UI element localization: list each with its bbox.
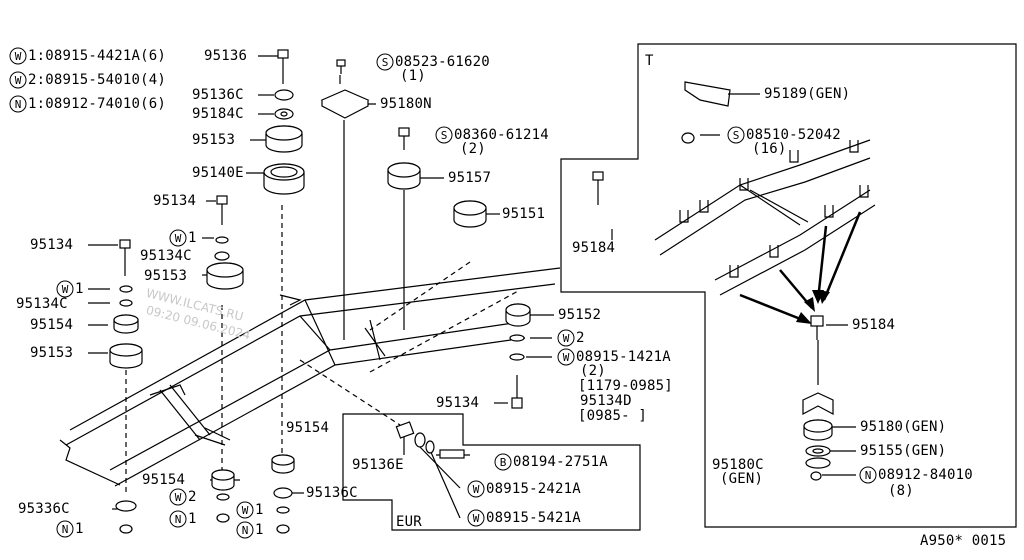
label-95153[interactable]: 95153	[192, 132, 236, 148]
svg-text:N: N	[865, 469, 872, 482]
legend-n1: 1:08912-74010(6)	[28, 96, 167, 112]
label-n1-low-a: 1	[188, 511, 197, 527]
legend-w1: 1:08915-4421A(6)	[28, 48, 167, 64]
part-shapes	[109, 49, 834, 534]
label-w2-low: 2	[188, 489, 197, 505]
label-95134-a[interactable]: 95134	[153, 193, 197, 209]
label-95184-inset[interactable]: 95184	[572, 240, 616, 256]
inset-box-t	[560, 43, 1017, 528]
legend-w2: 2:08915-54010(4)	[28, 72, 167, 88]
label-w-08915-2421a[interactable]: 08915-2421A	[486, 481, 581, 497]
svg-text:W: W	[563, 351, 570, 364]
label-w1-a: 1	[188, 230, 197, 246]
label-95180c[interactable]: 95180C	[712, 457, 764, 473]
label-95184-t[interactable]: 95184	[852, 317, 896, 333]
label-95136[interactable]: 95136	[204, 48, 248, 64]
svg-text:W: W	[473, 483, 480, 496]
arrows	[739, 211, 862, 324]
svg-text:W: W	[473, 512, 480, 525]
label-95136c-low[interactable]: 95136C	[306, 485, 358, 501]
label-range2: [0985- ]	[578, 408, 648, 424]
label-95134c-b[interactable]: 95134C	[16, 296, 68, 312]
label-95151[interactable]: 95151	[502, 206, 546, 222]
t-frame-drawing	[654, 81, 876, 296]
label-95153-b[interactable]: 95153	[30, 345, 74, 361]
label-s-08510[interactable]: 08510-52042	[746, 127, 841, 143]
label-95153-mid[interactable]: 95153	[144, 268, 188, 284]
label-s-08510-qty: (16)	[752, 141, 787, 157]
label-95180n[interactable]: 95180N	[380, 96, 432, 112]
svg-text:S: S	[441, 129, 448, 142]
svg-text:N: N	[15, 98, 22, 111]
label-95189[interactable]: 95189(GEN)	[764, 86, 851, 102]
svg-text:B: B	[500, 456, 507, 469]
label-95152[interactable]: 95152	[558, 307, 602, 323]
svg-text:N: N	[62, 523, 69, 536]
label-n1-low-c: 1	[255, 522, 264, 538]
leader-lines	[88, 55, 856, 519]
label-n1-low-b: 1	[75, 521, 84, 537]
svg-text:W: W	[175, 232, 182, 245]
label-s-08523[interactable]: 08523-61620	[395, 54, 490, 70]
label-95336c[interactable]: 95336C	[18, 501, 70, 517]
label-95134-right[interactable]: 95134	[436, 395, 480, 411]
label-95134c-a[interactable]: 95134C	[140, 248, 192, 264]
label-w1-low: 1	[255, 502, 264, 518]
label-95184c[interactable]: 95184C	[192, 106, 244, 122]
svg-text:W: W	[563, 332, 570, 345]
svg-text:W: W	[15, 50, 22, 63]
label-w2-right: 2	[576, 330, 585, 346]
label-95136e[interactable]: 95136E	[352, 457, 404, 473]
label-s-08360[interactable]: 08360-61214	[454, 127, 549, 143]
label-n-08912[interactable]: 08912-84010	[878, 467, 973, 483]
label-95140e[interactable]: 95140E	[192, 165, 244, 181]
arrow-heads	[796, 290, 830, 324]
diagram-code: A950* 0015	[920, 533, 1007, 549]
svg-text:W: W	[242, 504, 249, 517]
label-95136c[interactable]: 95136C	[192, 87, 244, 103]
label-b-08194[interactable]: 08194-2751A	[513, 454, 608, 470]
label-95157[interactable]: 95157	[448, 170, 492, 186]
svg-text:N: N	[242, 524, 249, 537]
label-95180c-gen: (GEN)	[720, 471, 764, 487]
label-range1: [1179-0985]	[578, 378, 673, 394]
eur-box	[342, 413, 641, 531]
label-95155-gen[interactable]: 95155(GEN)	[860, 443, 947, 459]
label-w-08915-1421a-qty: (2)	[580, 363, 606, 379]
svg-text:N: N	[175, 513, 182, 526]
svg-text:W: W	[15, 74, 22, 87]
label-s-08523-qty: (1)	[400, 68, 426, 84]
label-eur: EUR	[396, 514, 422, 530]
label-95134d[interactable]: 95134D	[580, 393, 632, 409]
label-w-08915-5421a[interactable]: 08915-5421A	[486, 510, 581, 526]
label-95154-low[interactable]: 95154	[142, 472, 186, 488]
label-n-08912-qty: (8)	[888, 483, 914, 499]
dashed-leaders	[125, 205, 521, 495]
label-t: T	[645, 53, 654, 69]
label-95154-a[interactable]: 95154	[30, 317, 74, 333]
label-95154-mid[interactable]: 95154	[286, 420, 330, 436]
label-95180-gen[interactable]: 95180(GEN)	[860, 419, 947, 435]
label-s-08360-qty: (2)	[460, 141, 486, 157]
frame-drawing	[59, 267, 561, 487]
label-95134-b[interactable]: 95134	[30, 237, 74, 253]
svg-text:W: W	[175, 491, 182, 504]
svg-text:S: S	[382, 56, 389, 69]
label-w1-b: 1	[75, 281, 84, 297]
svg-text:W: W	[62, 283, 69, 296]
label-w-08915-1421a[interactable]: 08915-1421A	[576, 349, 671, 365]
svg-text:S: S	[733, 129, 740, 142]
